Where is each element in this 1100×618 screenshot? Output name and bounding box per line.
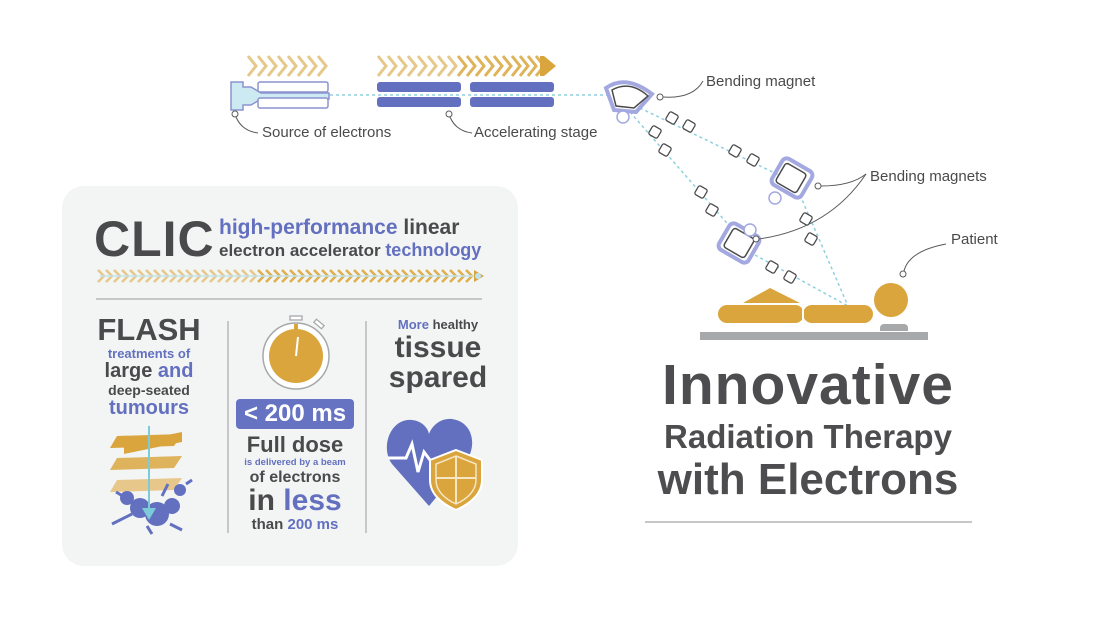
card-subtitle-line1: high-performance linear <box>219 216 460 239</box>
patient-icon <box>700 283 928 340</box>
electron-source-icon <box>230 81 330 111</box>
column-divider <box>365 321 367 533</box>
headline-line1: Innovative <box>662 353 954 417</box>
duration-badge: < 200 ms <box>236 399 354 429</box>
chevron-progress-icon <box>97 269 484 283</box>
full-dose-column: Full dose is delivered by a beam of elec… <box>244 432 346 533</box>
chevron-arrows-large-icon <box>376 55 546 77</box>
headline-divider <box>645 521 972 523</box>
card-divider <box>96 298 482 300</box>
clic-brand: CLIC <box>94 211 215 267</box>
card-subtitle-line2: electron accelerator technology <box>219 240 482 260</box>
accelerating-structure-icon <box>377 82 554 107</box>
bending-magnet-icon <box>603 80 655 124</box>
bending-magnets-label: Bending magnets <box>870 168 987 185</box>
bending-magnet-icon <box>768 156 815 205</box>
tissue-spared-column: More healthy tissue spared <box>388 317 488 394</box>
chevron-arrows-small-icon <box>246 55 328 77</box>
headline-line3: with Electrons <box>657 455 959 504</box>
column-divider <box>227 321 229 533</box>
accelerating-stage-label: Accelerating stage <box>474 124 598 141</box>
clic-info-card: CLIC high-performance linear electron ac… <box>62 186 518 566</box>
bending-magnet-icon <box>716 221 762 265</box>
beamline-diagram <box>230 55 947 340</box>
bending-magnet-label: Bending magnet <box>706 73 816 90</box>
tumour-layers-icon <box>110 426 193 535</box>
headline-line2: Radiation Therapy <box>664 418 952 455</box>
stopwatch-icon <box>262 315 330 390</box>
patient-label: Patient <box>951 231 998 248</box>
source-of-electrons-label: Source of electrons <box>262 124 392 141</box>
flash-column: FLASH treatments of large and deep-seate… <box>97 312 201 419</box>
quadrupole-magnet-icon <box>648 111 818 284</box>
heart-shield-icon <box>386 418 483 512</box>
